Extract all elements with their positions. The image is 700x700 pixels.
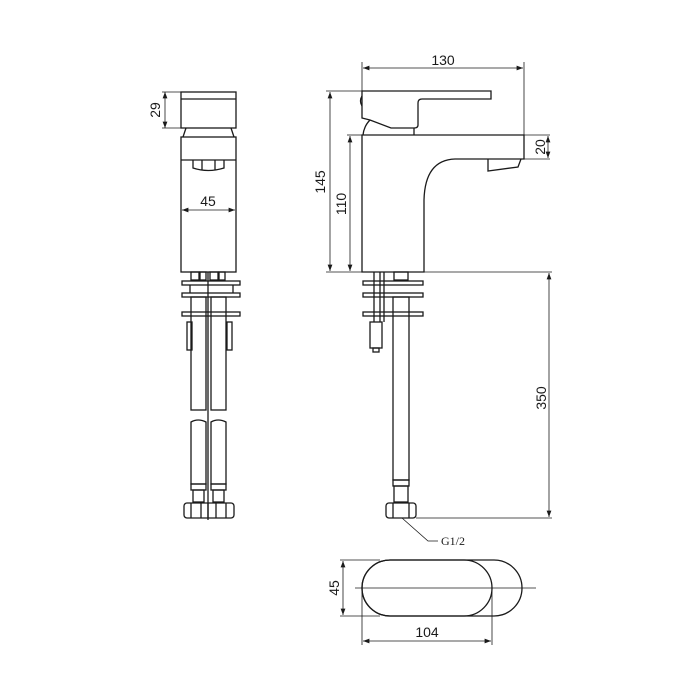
dim-hose-length: 350 bbox=[533, 386, 549, 410]
dim-body-width: 45 bbox=[200, 193, 216, 209]
front-hose bbox=[392, 296, 410, 481]
dim-total-depth: 130 bbox=[431, 52, 455, 68]
hose-right-upper bbox=[210, 296, 227, 411]
side-nuts bbox=[183, 502, 235, 519]
hose-right-lower bbox=[210, 419, 227, 485]
dim-total-height: 145 bbox=[312, 170, 328, 194]
front-nut bbox=[385, 502, 417, 519]
side-view: 29 45 bbox=[147, 91, 241, 520]
thread-label: G1/2 bbox=[441, 534, 465, 548]
front-lever bbox=[361, 90, 492, 129]
dim-spout-height: 20 bbox=[532, 139, 548, 155]
front-body bbox=[361, 134, 525, 273]
dim-base-width: 104 bbox=[415, 624, 439, 640]
front-view: 130 145 110 20 350 bbox=[312, 52, 552, 548]
dim-body-height: 110 bbox=[333, 193, 349, 216]
hose-left-lower bbox=[190, 419, 207, 485]
dim-base-depth: 45 bbox=[326, 580, 342, 596]
side-lever bbox=[180, 91, 237, 129]
base-view: 45 104 bbox=[326, 559, 536, 645]
hose-left-upper bbox=[190, 296, 207, 411]
dim-lever-height: 29 bbox=[147, 102, 163, 118]
